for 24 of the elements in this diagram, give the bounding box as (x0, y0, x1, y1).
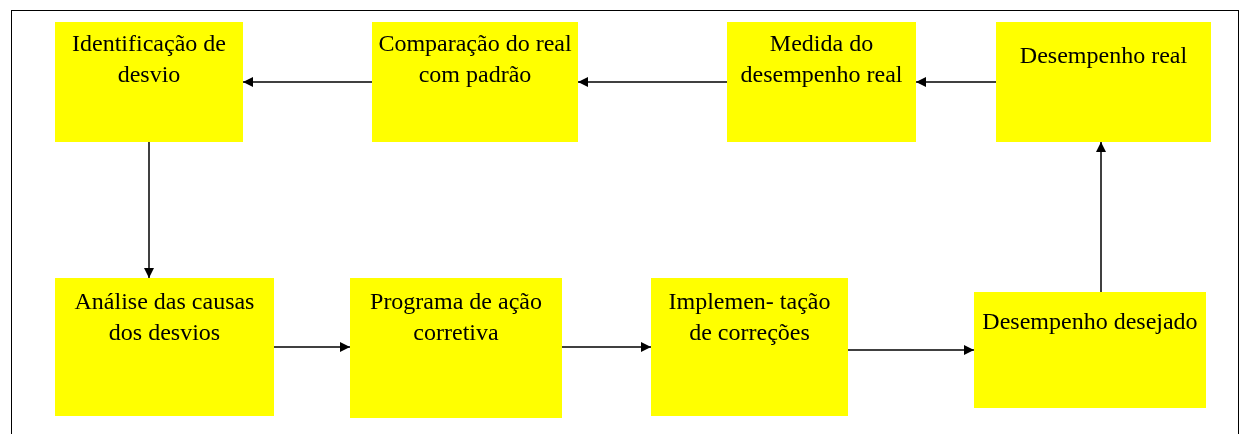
box-text: Análise das causas dos desvios (73, 287, 256, 347)
arrow (915, 77, 997, 87)
arrow (561, 342, 652, 352)
process-box (651, 278, 848, 416)
arrow (847, 345, 975, 355)
box-text: Identificação de desvio (71, 29, 227, 89)
process-box (55, 278, 274, 416)
box-text: Implemen- tação de correções (667, 287, 832, 347)
arrow (273, 342, 351, 352)
arrow (577, 77, 728, 87)
process-box (55, 22, 243, 142)
process-box (996, 22, 1211, 142)
box-text: Desempenho real (1018, 41, 1189, 70)
process-box (372, 22, 578, 142)
box-text: Programa de ação corretiva (369, 287, 543, 347)
process-box (727, 22, 916, 142)
arrow (1096, 141, 1106, 293)
process-box (974, 292, 1206, 408)
process-box (350, 278, 562, 418)
box-text: Comparação do real com padrão (378, 29, 572, 89)
box-text: Medida do desempenho real (739, 29, 904, 89)
arrow (144, 141, 154, 279)
arrow (242, 77, 373, 87)
box-text: Desempenho desejado (981, 307, 1199, 336)
